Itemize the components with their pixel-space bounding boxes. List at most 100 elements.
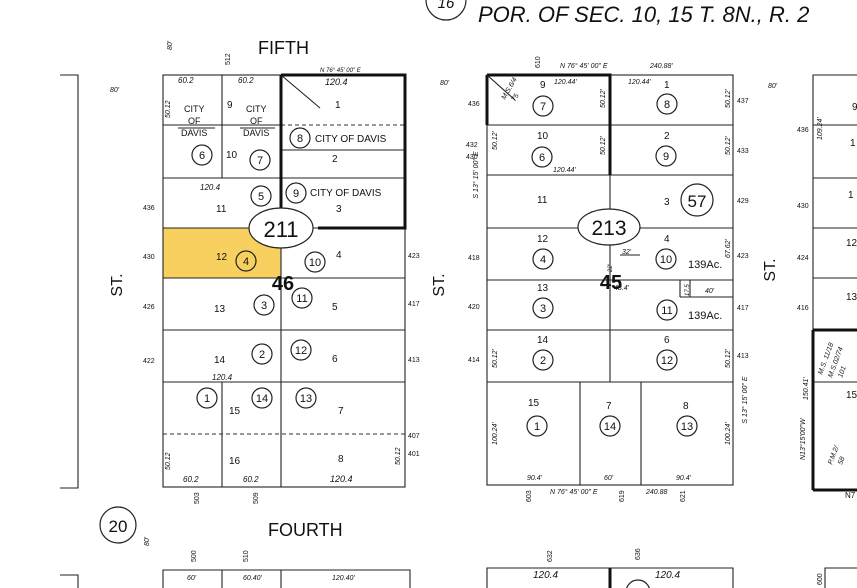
svg-text:5: 5	[258, 191, 264, 203]
svg-text:437: 437	[737, 98, 749, 105]
svg-text:50.12': 50.12'	[725, 88, 732, 108]
svg-text:4: 4	[336, 250, 342, 261]
svg-text:632: 632	[547, 550, 554, 562]
svg-text:4: 4	[243, 256, 249, 268]
svg-text:DAVIS: DAVIS	[181, 128, 207, 138]
svg-text:417: 417	[408, 301, 420, 308]
svg-text:48.4': 48.4'	[614, 285, 630, 292]
svg-text:80': 80'	[144, 536, 151, 546]
svg-text:1: 1	[204, 393, 210, 405]
svg-text:120.4: 120.4	[325, 77, 348, 87]
svg-text:424: 424	[797, 255, 809, 262]
svg-text:17.5: 17.5	[685, 284, 691, 296]
block-20-label	[99, 506, 137, 544]
street-st-middle: ST.	[431, 273, 448, 296]
svg-text:58: 58	[837, 456, 846, 466]
svg-text:60.2: 60.2	[183, 475, 199, 484]
svg-text:120.44': 120.44'	[554, 79, 577, 86]
svg-text:14: 14	[604, 421, 616, 433]
svg-text:2: 2	[540, 355, 546, 367]
svg-text:433: 433	[737, 148, 749, 155]
svg-text:50.12': 50.12'	[600, 135, 607, 155]
svg-text:9: 9	[663, 151, 669, 163]
street-st-left: ST.	[109, 273, 126, 296]
svg-text:16: 16	[229, 456, 241, 467]
svg-text:603: 603	[526, 490, 533, 502]
svg-text:7: 7	[540, 101, 546, 113]
svg-text:12: 12	[216, 252, 228, 263]
svg-text:7: 7	[338, 406, 344, 417]
svg-text:CITY OF DAVIS: CITY OF DAVIS	[315, 134, 387, 145]
map-header: 16 POR. OF SEC. 10, 15 T. 8N., R. 2	[425, 0, 809, 27]
svg-text:10: 10	[660, 254, 672, 266]
svg-text:420: 420	[468, 304, 480, 311]
svg-text:432: 432	[466, 142, 478, 149]
svg-text:610: 610	[535, 56, 542, 68]
svg-text:N7: N7	[845, 491, 856, 500]
svg-text:9: 9	[540, 80, 546, 91]
svg-text:6: 6	[664, 335, 670, 346]
svg-text:417: 417	[737, 305, 749, 312]
width-label: 80'	[110, 87, 120, 94]
width-label: 80'	[167, 40, 174, 50]
svg-text:11: 11	[216, 204, 227, 215]
svg-text:90.4': 90.4'	[527, 475, 543, 482]
svg-text:1: 1	[664, 80, 670, 91]
svg-text:8: 8	[683, 401, 689, 412]
svg-text:20: 20	[109, 517, 128, 536]
svg-text:40': 40'	[705, 288, 715, 295]
svg-text:13: 13	[300, 393, 312, 405]
svg-text:4: 4	[540, 254, 546, 266]
svg-text:50.12': 50.12'	[492, 130, 499, 150]
svg-text:7: 7	[257, 155, 263, 167]
svg-text:N 76° 45' 00" E: N 76° 45' 00" E	[320, 68, 362, 74]
svg-text:120.4: 120.4	[330, 474, 353, 484]
svg-text:8: 8	[297, 133, 303, 145]
left-parcel-circles: 6 7 8 9 5 4 10 3 11 2 12 1 14 13	[191, 127, 326, 409]
svg-text:6: 6	[332, 354, 338, 365]
svg-text:OF: OF	[250, 116, 263, 126]
svg-text:3: 3	[336, 204, 342, 215]
svg-text:240.88: 240.88	[645, 489, 668, 496]
svg-text:120.4: 120.4	[533, 570, 558, 581]
svg-text:13: 13	[846, 292, 857, 303]
street-fourth: FOURTH	[268, 520, 343, 540]
svg-text:14: 14	[214, 355, 226, 366]
svg-text:430: 430	[466, 154, 478, 161]
svg-text:1: 1	[534, 421, 540, 433]
svg-text:60': 60'	[604, 475, 614, 482]
svg-text:120.44': 120.44'	[553, 167, 576, 174]
svg-text:2: 2	[259, 349, 265, 361]
svg-text:510: 510	[243, 550, 250, 562]
svg-text:413: 413	[737, 353, 749, 360]
svg-text:2: 2	[332, 154, 338, 165]
bottom-row-blocks: 80' 500 510 632 636 600 60' 60.40' 120.4…	[60, 536, 857, 588]
svg-text:150.41': 150.41'	[803, 377, 810, 400]
svg-text:619: 619	[619, 490, 626, 502]
svg-text:5: 5	[332, 302, 338, 313]
svg-text:4: 4	[664, 234, 670, 245]
svg-text:413: 413	[408, 357, 420, 364]
svg-text:139Ac.: 139Ac.	[688, 259, 722, 271]
svg-text:14: 14	[256, 393, 268, 405]
svg-text:423: 423	[737, 253, 749, 260]
svg-text:509: 509	[253, 492, 260, 504]
block-46-label: 46	[272, 273, 294, 295]
svg-text:S 13° 15' 00" E: S 13° 15' 00" E	[741, 376, 749, 423]
svg-text:12: 12	[661, 355, 673, 367]
svg-text:12: 12	[846, 238, 857, 249]
svg-text:426: 426	[143, 304, 155, 311]
svg-text:401: 401	[408, 451, 420, 458]
svg-text:50.12': 50.12'	[725, 348, 732, 368]
svg-text:407: 407	[408, 433, 420, 440]
svg-text:3: 3	[540, 303, 546, 315]
city-of-davis-boundary	[281, 73, 407, 230]
svg-text:436: 436	[797, 127, 809, 134]
section-circle	[425, 0, 467, 21]
svg-text:10: 10	[309, 257, 321, 269]
svg-text:414: 414	[468, 357, 480, 364]
svg-text:80': 80'	[440, 80, 450, 87]
mid-parcel-circles: 7 8 6 9 4 10 3 11 2 12 1 14 13	[526, 93, 698, 437]
right-block: 436 430 424 416 9 1 1 12 13 15 109.24' M…	[797, 74, 857, 500]
